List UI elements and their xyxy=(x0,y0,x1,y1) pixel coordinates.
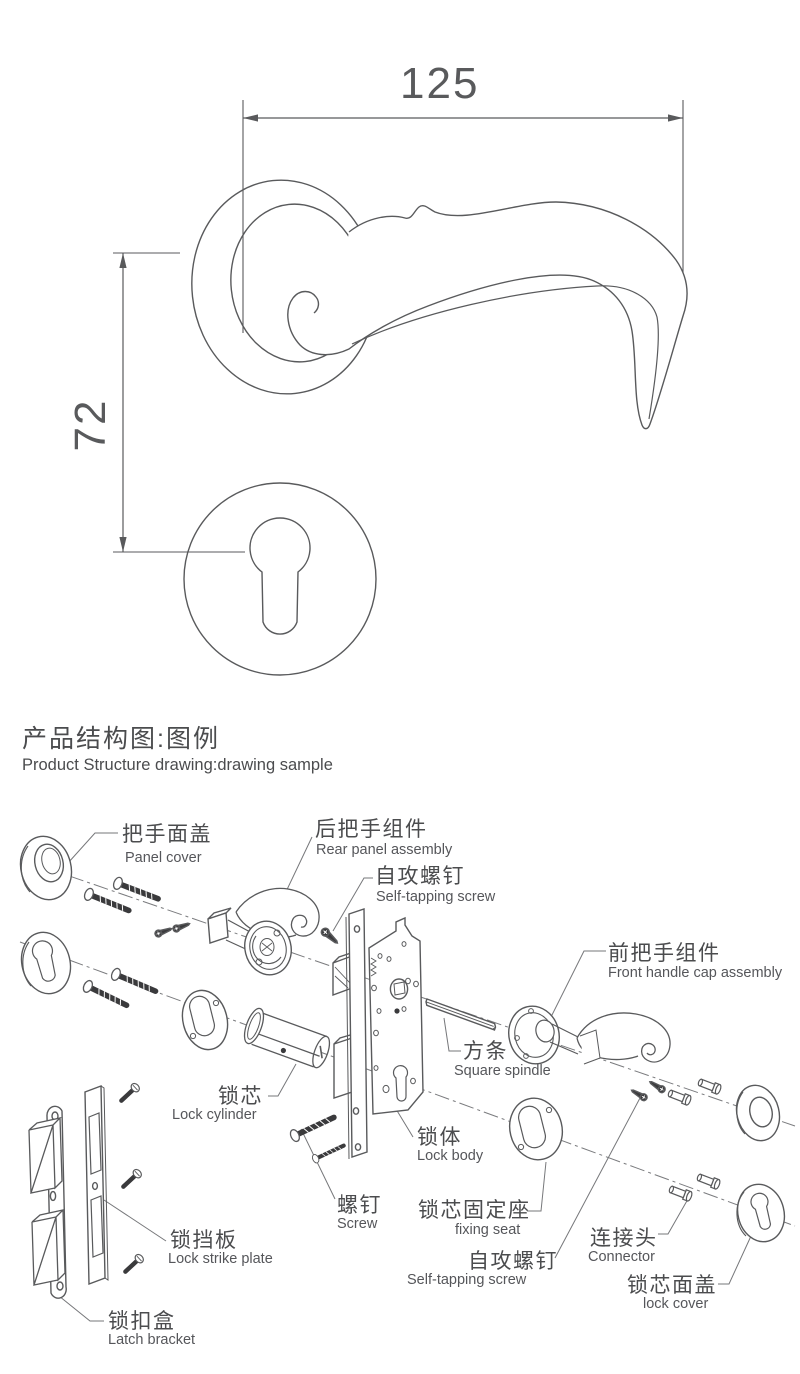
section-title-cn: 产品结构图:图例 xyxy=(22,725,220,753)
label-square-spindle-en: Square spindle xyxy=(454,1063,551,1079)
front-handle-assembly-part xyxy=(508,1005,671,1065)
label-lock-body-cn: 锁体 xyxy=(417,1126,462,1149)
strike-plate-part xyxy=(84,1084,109,1286)
label-self-tapping-screw-bottom-en: Self-tapping screw xyxy=(407,1272,527,1288)
label-square-spindle-cn: 方条 xyxy=(463,1040,508,1063)
label-fixing-seat-cn: 锁芯固定座 xyxy=(418,1199,531,1222)
label-self-tapping-screw-top-en: Self-tapping screw xyxy=(376,889,496,905)
leader-lines xyxy=(58,832,752,1322)
label-rear-panel-assembly-en: Rear panel assembly xyxy=(316,842,453,858)
dimension-width-value: 125 xyxy=(400,59,480,108)
panel-cover-part xyxy=(19,835,73,901)
keyhole-escutcheon-part xyxy=(20,931,72,995)
lock-body-part xyxy=(332,908,424,1160)
mounting-screws xyxy=(82,876,161,1011)
label-screw-en: Screw xyxy=(337,1216,378,1232)
label-front-handle-cap-assembly-en: Front handle cap assembly xyxy=(608,965,783,981)
label-latch-bracket-en: Latch bracket xyxy=(108,1332,196,1348)
latch-bracket-part xyxy=(28,1105,67,1299)
label-front-handle-cap-assembly-cn: 前把手组件 xyxy=(608,942,721,965)
handle-round-cover-part xyxy=(735,1084,781,1142)
label-panel-cover-cn: 把手面盖 xyxy=(122,823,212,846)
section-title-en: Product Structure drawing:drawing sample xyxy=(22,756,333,774)
front-self-tapping-screws xyxy=(629,1078,668,1103)
lock-cylinder-cover-part xyxy=(736,1183,786,1243)
handle-lever xyxy=(287,201,688,430)
label-lock-strike-plate-en: Lock strike plate xyxy=(168,1251,273,1267)
label-rear-panel-assembly-cn: 后把手组件 xyxy=(315,818,428,841)
label-latch-bracket-cn: 锁扣盒 xyxy=(108,1310,176,1333)
lock-fixing-screws xyxy=(289,1112,346,1164)
label-connector-en: Connector xyxy=(588,1249,655,1265)
rear-handle-assembly-part xyxy=(207,887,320,976)
keyhole-escutcheon xyxy=(183,482,377,676)
exploded-assembly-drawing xyxy=(19,832,796,1322)
dim-125-lines xyxy=(242,100,684,333)
dimension-height-value: 72 xyxy=(66,398,115,452)
connector-bolts xyxy=(666,1076,723,1203)
square-spindle-part xyxy=(425,998,497,1031)
label-lock-cover-cn: 锁芯面盖 xyxy=(627,1274,717,1297)
label-lock-cylinder-cn: 锁芯 xyxy=(218,1085,263,1108)
label-lock-body-en: Lock body xyxy=(417,1148,484,1164)
label-self-tapping-screw-top-cn: 自攻螺钉 xyxy=(375,865,465,888)
label-connector-cn: 连接头 xyxy=(590,1227,658,1250)
label-panel-cover-en: Panel cover xyxy=(125,850,202,866)
label-lock-strike-plate-cn: 锁挡板 xyxy=(170,1229,238,1252)
label-fixing-seat-en: fixing seat xyxy=(455,1222,521,1238)
strike-plate-screws xyxy=(118,1082,145,1275)
label-screw-cn: 螺钉 xyxy=(337,1194,382,1217)
fixing-seat-part xyxy=(508,1097,564,1161)
lock-cylinder-part xyxy=(243,1007,331,1069)
label-lock-cylinder-en: Lock cylinder xyxy=(172,1107,257,1123)
handle-dimension-drawing xyxy=(113,100,688,676)
cylinder-rose-rear-part xyxy=(181,989,229,1051)
label-self-tapping-screw-bottom-cn: 自攻螺钉 xyxy=(468,1250,558,1273)
dim-72-lines xyxy=(113,252,245,553)
label-lock-cover-en: lock cover xyxy=(643,1296,709,1312)
